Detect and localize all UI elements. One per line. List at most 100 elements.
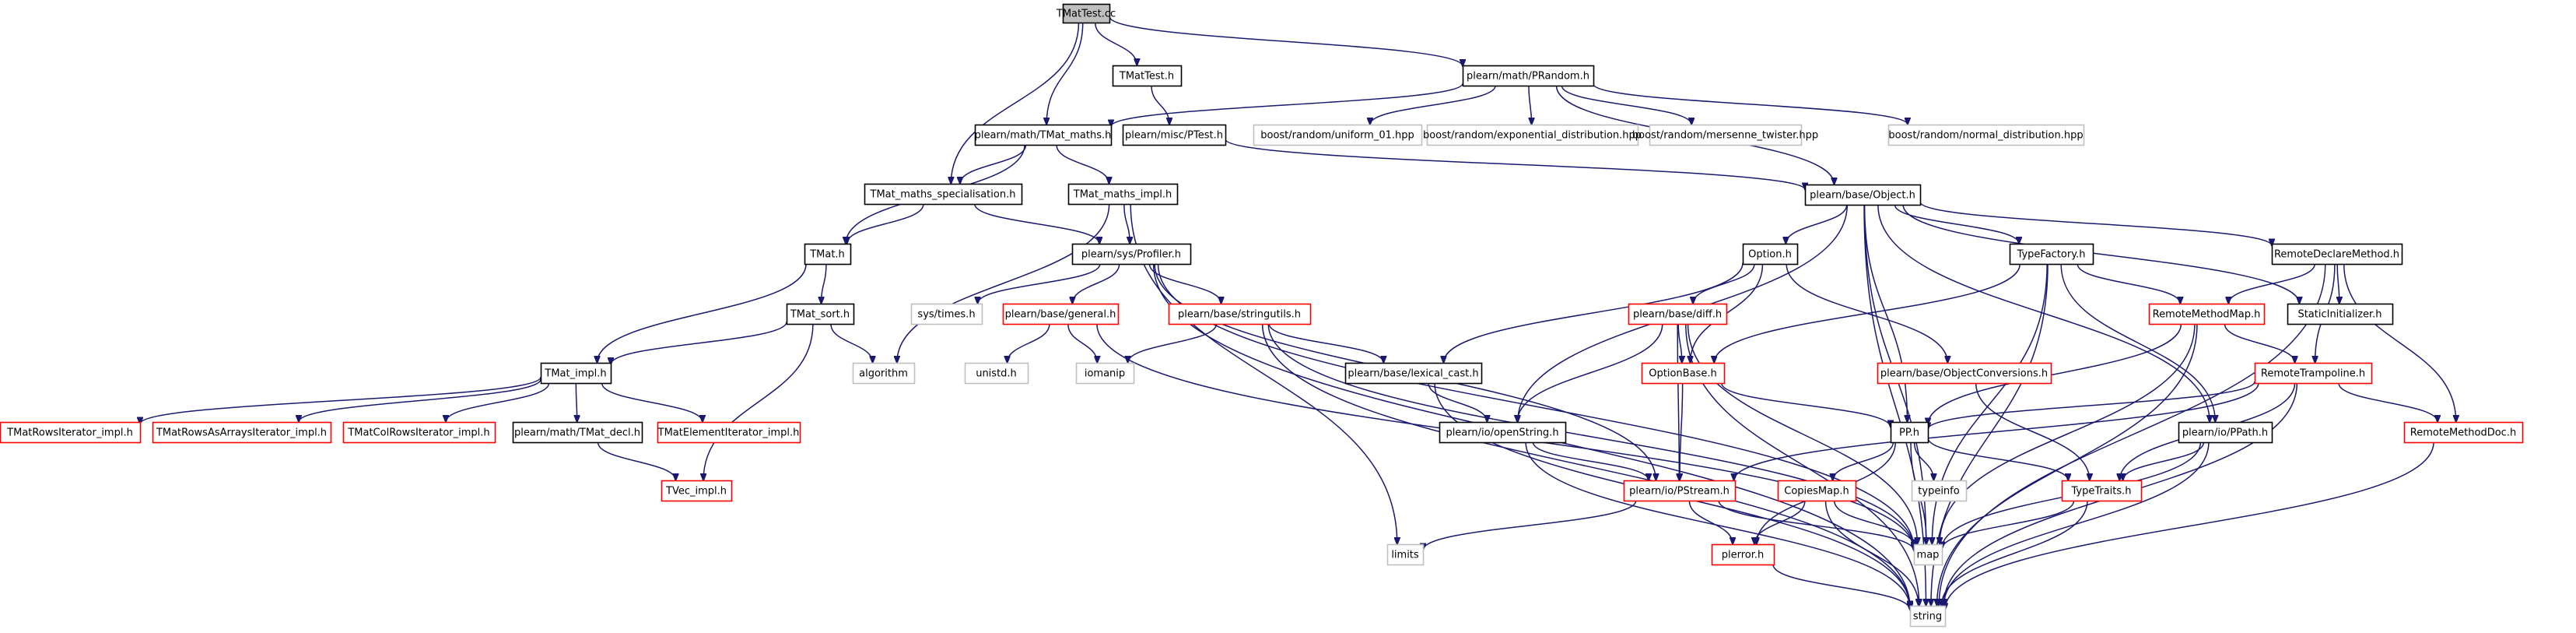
node-label: TypeFactory.h: [2017, 249, 2086, 261]
node-PStream_h[interactable]: plearn/io/PStream.h: [1623, 480, 1737, 502]
edge-TMat_sort_h-to-TVec_impl_h: [703, 323, 814, 480]
node-PTest_h[interactable]: plearn/misc/PTest.h: [1122, 124, 1227, 146]
node-TMatRowsIterator[interactable]: TMatRowsIterator_impl.h: [0, 421, 142, 444]
node-openString_h[interactable]: plearn/io/openString.h: [1439, 421, 1567, 444]
edge-diff_h-to-openString_h: [1517, 323, 1663, 422]
edge-TMat_impl_h-to-TMatColRows: [446, 382, 550, 422]
node-label: TMat_impl.h: [544, 368, 606, 380]
edge-TMat_sort_h-to-algorithm: [830, 323, 873, 363]
node-box: [1062, 3, 1111, 24]
node-box: [1909, 605, 1947, 628]
node-TMat_decl[interactable]: plearn/math/TMat_decl.h: [512, 421, 643, 444]
node-TMatRowsAsArrays[interactable]: TMatRowsAsArraysIterator_impl.h: [152, 421, 332, 444]
edge-RemoteDeclareMethod_h-to-string: [1939, 263, 2326, 606]
node-box: [1112, 65, 1183, 87]
node-box: [1890, 421, 1929, 444]
node-box: [342, 421, 496, 444]
node-label: plearn/base/Object.h: [1810, 190, 1915, 202]
edge-stringutils_h-to-iomanip: [1128, 323, 1218, 363]
node-box: [0, 421, 142, 444]
node-Profiler_h[interactable]: plearn/sys/Profiler.h: [1071, 243, 1192, 266]
edge-RemoteMethodMap_h-to-PP_h: [1928, 323, 2182, 424]
edge-CopiesMap_h-to-plerror_h: [1754, 500, 1806, 544]
edge-TMat_impl_h-to-TMatRowsAsArrays: [299, 378, 541, 422]
node-box: [2271, 243, 2403, 266]
node-box: [1649, 124, 1803, 146]
node-TMat_maths_impl[interactable]: TMat_maths_impl.h: [1067, 183, 1179, 206]
node-box: [974, 124, 1113, 146]
edge-diff_h-to-PStream_h: [1677, 323, 1679, 480]
node-PPath_h[interactable]: plearn/io/PPath.h: [2178, 421, 2273, 444]
node-label: CopiesMap.h: [1784, 486, 1849, 498]
node-TMatElement[interactable]: TMatElementIterator_impl.h: [657, 421, 801, 444]
node-StaticInitializer_h[interactable]: StaticInitializer.h: [2287, 303, 2394, 325]
edge-TypeFactory_h-to-PPath_h: [2060, 263, 2215, 422]
edge-PRandom_h-to-normal_dist: [1593, 83, 1908, 125]
node-label: plearn/base/general.h: [1005, 309, 1116, 321]
node-plerror_h[interactable]: plerror.h: [1711, 543, 1775, 566]
node-box: [1426, 124, 1639, 146]
node-general_h[interactable]: plearn/base/general.h: [1002, 303, 1120, 325]
node-box: [2178, 421, 2273, 444]
node-TMat_impl_h[interactable]: TMat_impl.h: [540, 362, 612, 385]
node-lexical_cast_h[interactable]: plearn/base/lexical_cast.h: [1344, 362, 1483, 385]
node-box: [864, 183, 1023, 206]
node-box: [804, 243, 852, 266]
node-box: [1439, 421, 1567, 444]
edge-TMat_maths_impl-to-Profiler_h: [1123, 203, 1130, 244]
edge-PRandom_h-to-uniform_01: [1370, 85, 1496, 125]
node-PRandom_h[interactable]: plearn/math/PRandom.h: [1462, 65, 1595, 87]
node-TMatColRows[interactable]: TMatColRowsIterator_impl.h: [342, 421, 496, 444]
edge-openString_h-to-PStream_h: [1532, 441, 1649, 480]
node-TypeTraits_h[interactable]: TypeTraits.h: [2061, 480, 2143, 502]
node-string: string: [1909, 605, 1947, 628]
node-TMat_h[interactable]: TMat.h: [804, 243, 852, 266]
node-TMatTest_cc[interactable]: TMatTest.cc: [1056, 3, 1116, 24]
edge-OptionBase_h-to-PStream_h: [1680, 382, 1684, 480]
edge-TypeFactory_h-to-RemoteMethodMap_h: [2077, 263, 2180, 304]
edge-PPath_h-to-string: [1944, 441, 2210, 606]
node-TypeFactory_h[interactable]: TypeFactory.h: [2009, 243, 2094, 266]
edge-RemoteDeclareMethod_h-to-RemoteMethodMap_h: [2228, 263, 2315, 304]
edge-Profiler_h-to-sys_times: [978, 263, 1101, 304]
node-ObjectConversions_h[interactable]: plearn/base/ObjectConversions.h: [1877, 362, 2052, 385]
node-RemoteMethodMap_h[interactable]: RemoteMethodMap.h: [2148, 303, 2266, 325]
node-TMat_sort_h[interactable]: TMat_sort.h: [786, 303, 855, 325]
node-diff_h[interactable]: plearn/base/diff.h: [1628, 303, 1728, 325]
node-RemoteDeclareMethod_h[interactable]: RemoteDeclareMethod.h: [2271, 243, 2403, 266]
edge-Object_h-to-StaticInitializer_h: [1902, 204, 2299, 304]
edge-TMatTest_cc-to-TMat_maths_h: [1046, 22, 1084, 125]
edge-Profiler_h-to-stringutils_h: [1148, 263, 1221, 304]
node-box: [786, 303, 855, 325]
node-Object_h[interactable]: plearn/base/Object.h: [1804, 184, 1922, 206]
edge-PP_h-to-CopiesMap_h: [1833, 441, 1894, 480]
node-label: plearn/misc/PTest.h: [1125, 130, 1223, 142]
node-RemoteMethodDoc_h[interactable]: RemoteMethodDoc.h: [2403, 421, 2524, 444]
edge-RemoteTrampoline_h-to-RemoteMethodDoc_h: [2338, 382, 2438, 422]
node-TMatTest_h[interactable]: TMatTest.h: [1112, 65, 1183, 87]
node-OptionBase_h[interactable]: OptionBase.h: [1641, 362, 1726, 385]
node-CopiesMap_h[interactable]: CopiesMap.h: [1777, 480, 1857, 502]
node-box: [2403, 421, 2524, 444]
node-label: RemoteMethodMap.h: [2153, 309, 2261, 321]
node-PP_h[interactable]: PP.h: [1890, 421, 1929, 444]
edge-TMat_h-to-TMat_impl_h: [597, 263, 807, 363]
node-box: [2009, 243, 2094, 266]
node-box: [1711, 543, 1775, 566]
node-box: [1777, 480, 1857, 502]
node-typeinfo: typeinfo: [1911, 480, 1968, 502]
node-label: OptionBase.h: [1649, 368, 1716, 380]
node-TMat_maths_spec[interactable]: TMat_maths_specialisation.h: [864, 183, 1023, 206]
node-TVec_impl_h[interactable]: TVec_impl.h: [661, 480, 733, 502]
edge-Object_h-to-string: [1863, 204, 1926, 606]
node-box: [540, 362, 612, 385]
node-box: [661, 480, 733, 502]
edge-diff_h-to-OptionBase_h: [1677, 323, 1682, 363]
node-label: unistd.h: [976, 368, 1017, 380]
node-TMat_maths_h[interactable]: plearn/math/TMat_maths.h: [974, 124, 1113, 146]
node-RemoteTrampoline_h[interactable]: RemoteTrampoline.h: [2254, 362, 2373, 385]
node-label: TMatTest.h: [1119, 71, 1174, 83]
node-label: TypeTraits.h: [2070, 486, 2131, 498]
node-stringutils_h[interactable]: plearn/base/stringutils.h: [1168, 303, 1312, 325]
node-Option_h[interactable]: Option.h: [1742, 243, 1799, 266]
